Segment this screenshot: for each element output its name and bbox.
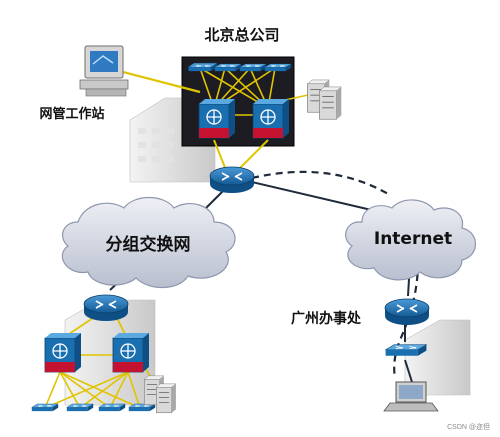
branch-core-switch-right bbox=[112, 332, 150, 373]
hq-servers bbox=[306, 79, 342, 120]
laptop-icon bbox=[383, 381, 439, 412]
hq-router bbox=[209, 166, 255, 194]
workstation-icon bbox=[79, 45, 129, 97]
guangzhou-switch bbox=[385, 344, 427, 357]
internet-label: Internet bbox=[374, 229, 452, 249]
guangzhou-router bbox=[384, 298, 430, 326]
packet-network-label: 分组交换网 bbox=[106, 234, 191, 255]
workstation-label: 网管工作站 bbox=[39, 106, 104, 122]
branch-router bbox=[83, 294, 129, 322]
hq-core-switch-right bbox=[252, 98, 290, 139]
guangzhou-label: 广州办事处 bbox=[291, 310, 362, 327]
hq-core-switch-left bbox=[198, 98, 236, 139]
branch-core-switch-left bbox=[44, 332, 82, 373]
watermark-text: CSDN @迩但 bbox=[447, 422, 490, 431]
internet-cloud bbox=[345, 199, 477, 281]
hq-switch-row bbox=[189, 63, 292, 72]
network-links bbox=[44, 67, 420, 409]
hq-label: 北京总公司 bbox=[204, 26, 279, 44]
packet-network-cloud bbox=[61, 197, 236, 289]
